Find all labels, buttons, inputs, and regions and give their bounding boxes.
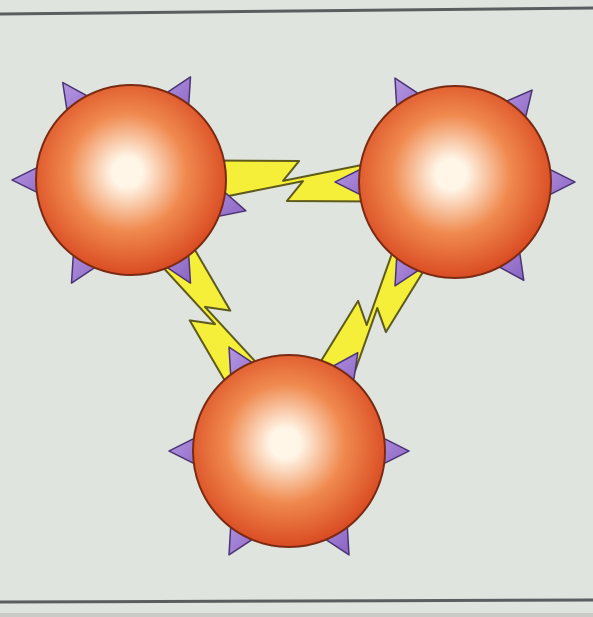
sphere-icon — [36, 85, 226, 275]
sphere-icon — [193, 355, 385, 547]
frame-bottom-line — [0, 600, 593, 602]
sphere-icon — [359, 86, 551, 278]
